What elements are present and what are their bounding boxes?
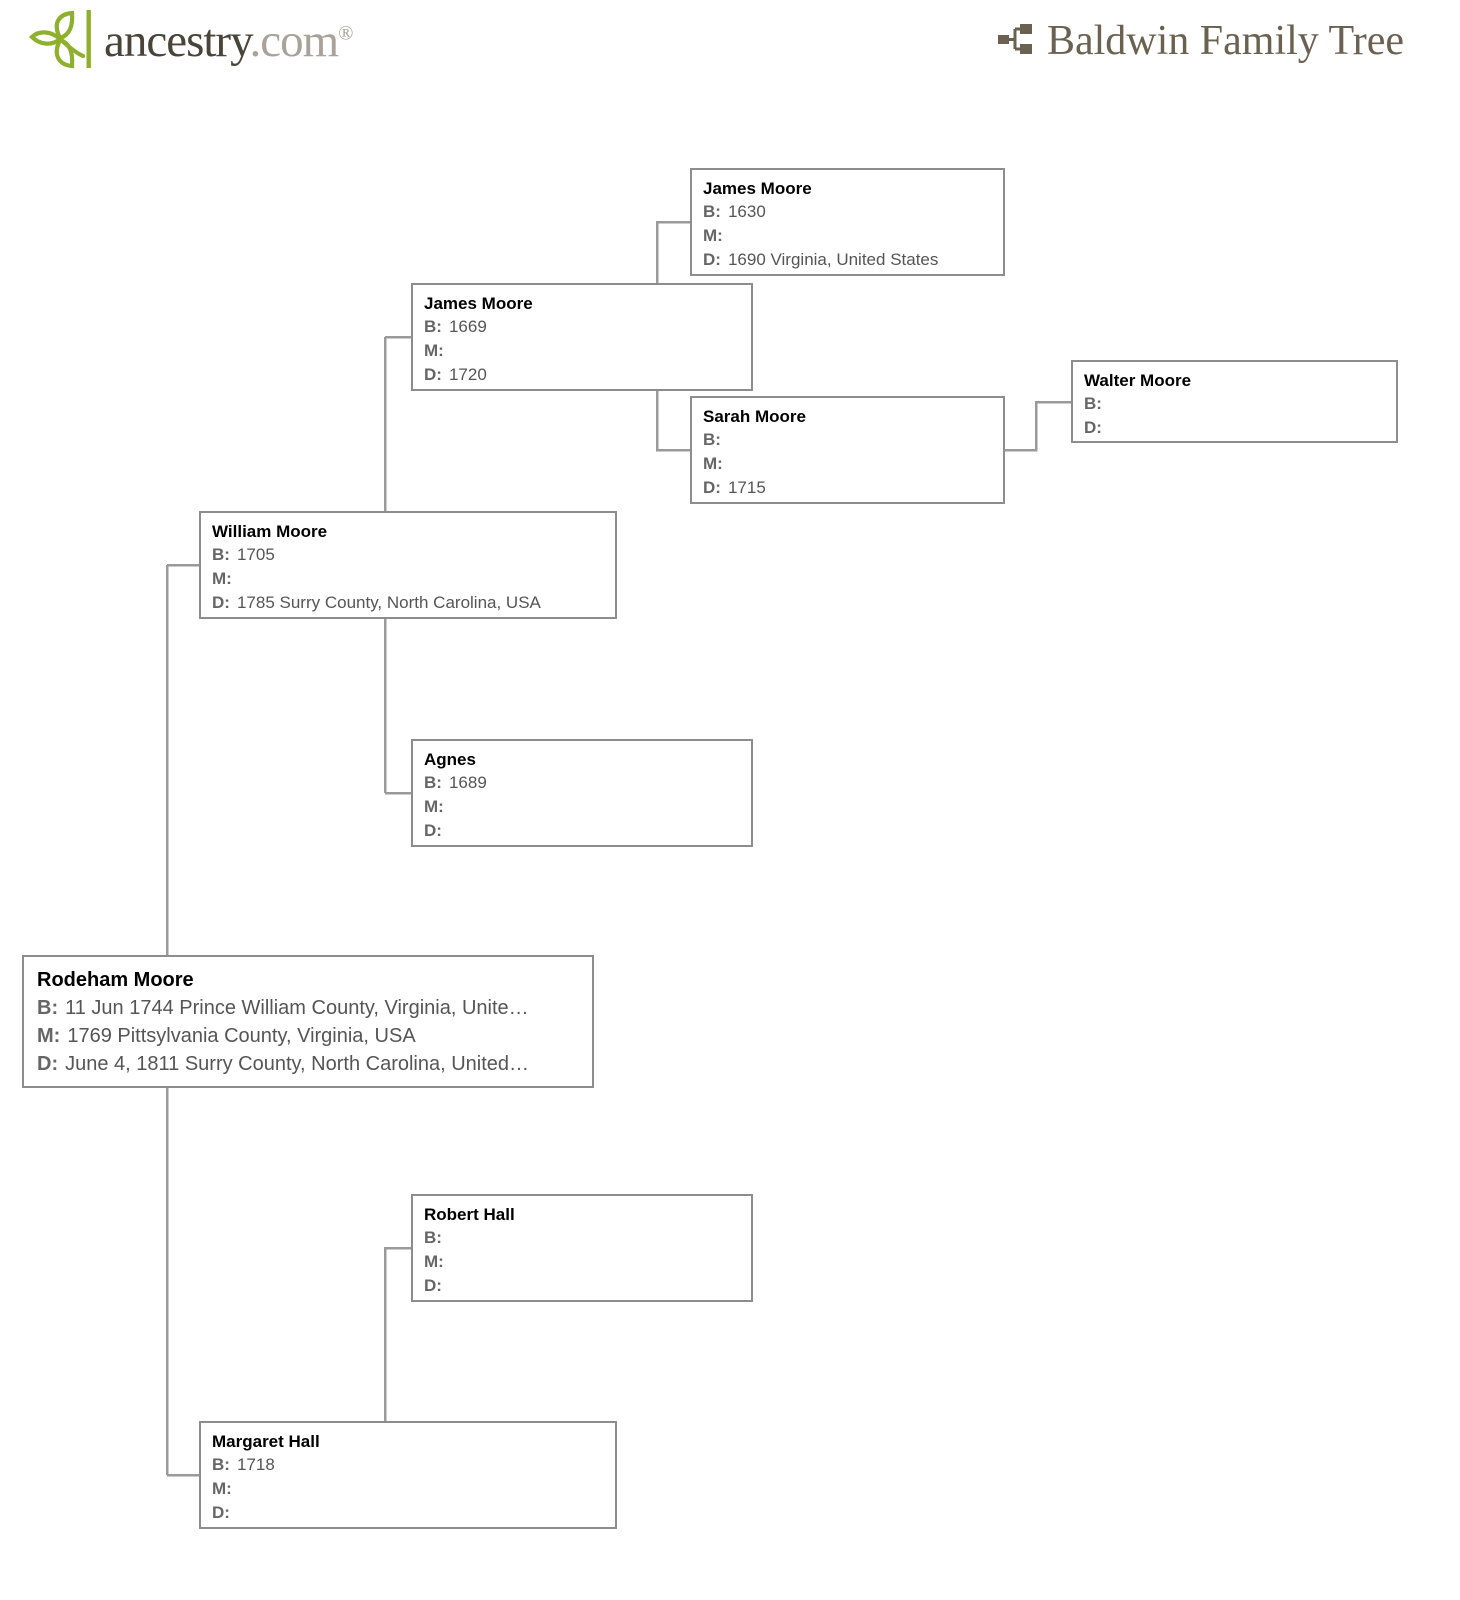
page-header: ancestry.com® Baldwin Family Tree [0, 0, 1460, 92]
person-marriage-row: M: [424, 339, 740, 363]
person-name: Sarah Moore [703, 407, 806, 426]
tree-title-block: Baldwin Family Tree [997, 12, 1404, 70]
death-value: June 4, 1811 Surry County, North Carolin… [65, 1053, 530, 1075]
person-death-row: D: [1084, 416, 1385, 440]
birth-label: B: [212, 545, 230, 564]
birth-label: B: [1084, 394, 1102, 413]
person-marriage-row: M: [212, 567, 604, 591]
person-marriage-row: M: [703, 224, 992, 248]
person-birth-row: B: [1084, 392, 1385, 416]
death-label: D: [212, 1503, 230, 1522]
marriage-label: M: [424, 341, 444, 360]
person-birth-row: B: [424, 1226, 740, 1250]
person-marriage-row: M: [424, 1250, 740, 1274]
marriage-label: M: [703, 454, 723, 473]
death-value: 1785 Surry County, North Carolina, USA [236, 593, 541, 612]
logo-registered-mark: ® [338, 21, 353, 44]
person-marriage-row: M: [424, 795, 740, 819]
person-card-sarah-moore[interactable]: Sarah Moore B: M: D: 1715 [690, 396, 1005, 504]
person-name: Robert Hall [424, 1205, 515, 1224]
person-marriage-row: M: 1769 Pittsylvania County, Virginia, US… [37, 1022, 579, 1050]
death-label: D: [703, 478, 721, 497]
person-card-margaret-hall-1718[interactable]: Margaret Hall B: 1718 M: D: [199, 1421, 617, 1529]
death-label: D: [424, 365, 442, 384]
person-death-row: D: 1785 Surry County, North Carolina, USA [212, 591, 604, 615]
tree-title: Baldwin Family Tree [1046, 18, 1404, 64]
death-label: D: [424, 1276, 442, 1295]
death-value: 1720 [448, 365, 487, 384]
marriage-label: M: [37, 1025, 61, 1047]
marriage-label: M: [703, 226, 723, 245]
person-name: Margaret Hall [212, 1432, 320, 1451]
birth-value: 1630 [727, 202, 766, 221]
person-card-rodeham-moore-1744[interactable]: Rodeham Moore B: 11 Jun 1744 Prince Willi… [22, 955, 594, 1088]
death-label: D: [37, 1053, 59, 1075]
person-death-row: D: [424, 1274, 740, 1298]
person-name: William Moore [212, 522, 328, 541]
person-death-row: D: [424, 819, 740, 843]
ancestry-wordmark: ancestry.com® [104, 14, 353, 67]
marriage-label: M: [212, 569, 232, 588]
birth-label: B: [424, 773, 442, 792]
marriage-label: M: [424, 797, 444, 816]
person-birth-row: B: 1689 [424, 771, 740, 795]
person-death-row: D: 1690 Virginia, United States [703, 248, 992, 272]
logo-word-dotcom: .com [249, 14, 340, 67]
person-name: James Moore [703, 179, 812, 198]
person-death-row: D: 1715 [703, 476, 992, 500]
person-death-row: D: June 4, 1811 Surry County, North Carol… [37, 1050, 579, 1078]
person-birth-row: B: 11 Jun 1744 Prince William County, Vir… [37, 994, 579, 1022]
person-card-robert-hall[interactable]: Robert Hall B: M: D: [411, 1194, 753, 1302]
person-name: Rodeham Moore [37, 969, 194, 991]
person-marriage-row: M: [703, 452, 992, 476]
person-card-james-moore-1669[interactable]: James Moore B: 1669 M: D: 1720 [411, 283, 753, 391]
death-label: D: [424, 821, 442, 840]
person-birth-row: B: [703, 428, 992, 452]
birth-value: 1718 [236, 1455, 275, 1474]
person-marriage-row: M: [212, 1477, 604, 1501]
birth-label: B: [212, 1455, 230, 1474]
person-card-william-moore-1705[interactable]: William Moore B: 1705 M: D: 1785 Surry Cou… [199, 511, 617, 619]
person-name: James Moore [424, 294, 533, 313]
birth-label: B: [703, 202, 721, 221]
person-card-walter-moore[interactable]: Walter Moore B: D: [1071, 360, 1398, 443]
person-death-row: D: 1720 [424, 363, 740, 387]
logo-word-ancestry: ancestry [104, 14, 251, 67]
marriage-label: M: [424, 1252, 444, 1271]
birth-label: B: [703, 430, 721, 449]
birth-label: B: [37, 997, 59, 1019]
person-card-james-moore-1630[interactable]: James Moore B: 1630 M: D: 1690 Virginia, U… [690, 168, 1005, 276]
person-death-row: D: [212, 1501, 604, 1525]
marriage-value: 1769 Pittsylvania County, Virginia, USA [67, 1025, 416, 1047]
birth-value: 1705 [236, 545, 275, 564]
person-birth-row: B: 1718 [212, 1453, 604, 1477]
person-name: Walter Moore [1084, 371, 1192, 390]
death-label: D: [212, 593, 230, 612]
person-card-agnes-1689[interactable]: Agnes B: 1689 M: D: [411, 739, 753, 847]
person-birth-row: B: 1669 [424, 315, 740, 339]
death-label: D: [703, 250, 721, 269]
birth-label: B: [424, 1228, 442, 1247]
birth-value: 11 Jun 1744 Prince William County, Virgi… [65, 997, 529, 1019]
person-birth-row: B: 1630 [703, 200, 992, 224]
marriage-label: M: [212, 1479, 232, 1498]
tree-hierarchy-icon [997, 22, 1033, 61]
death-label: D: [1084, 418, 1102, 437]
ancestry-logo[interactable]: ancestry.com® [26, 6, 353, 76]
ancestry-leaf-icon [26, 8, 100, 75]
person-birth-row: B: 1705 [212, 543, 604, 567]
person-name: Agnes [424, 750, 476, 769]
birth-value: 1689 [448, 773, 487, 792]
death-value: 1690 Virginia, United States [727, 250, 939, 269]
birth-value: 1669 [448, 317, 487, 336]
death-value: 1715 [727, 478, 766, 497]
birth-label: B: [424, 317, 442, 336]
